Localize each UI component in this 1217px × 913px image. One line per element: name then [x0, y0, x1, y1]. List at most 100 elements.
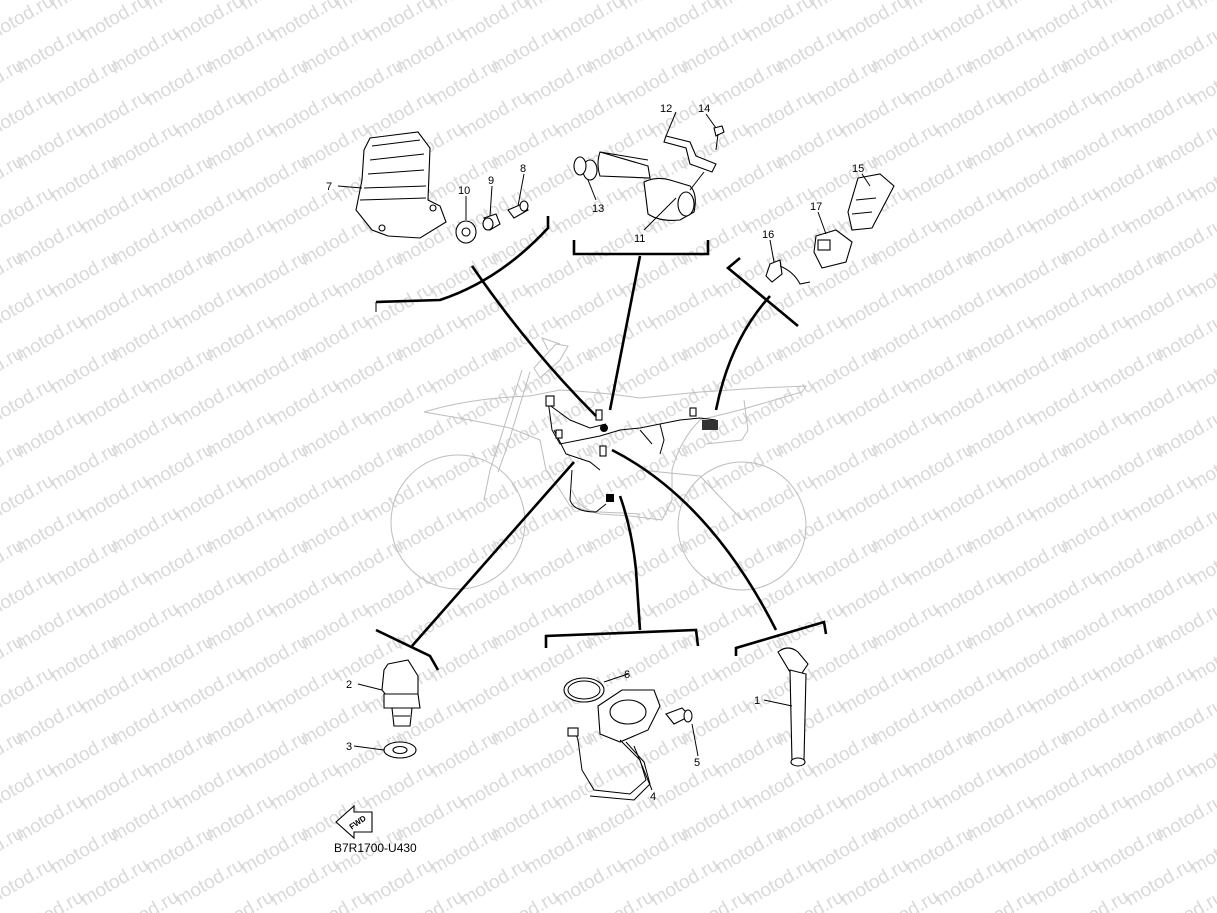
- watermark-text: motod.ru: [1122, 759, 1197, 815]
- callout-2: 2: [346, 679, 352, 691]
- watermark-text: motod.ru: [172, 663, 247, 719]
- watermark-text: motod.ru: [647, 279, 722, 335]
- callout-1: 1: [754, 695, 760, 707]
- watermark-text: motod.ru: [997, 247, 1072, 303]
- watermark-text: motod.ru: [362, 375, 437, 431]
- watermark-text: motod.ru: [902, 727, 977, 783]
- watermark-text: motod.ru: [837, 279, 912, 335]
- watermark-text: motod.ru: [807, 55, 882, 111]
- callout-leaders: [337, 111, 871, 791]
- leader-lines: [411, 255, 778, 647]
- watermark-text: motod.ru: [1092, 55, 1167, 111]
- watermark-text: motod.ru: [267, 375, 342, 431]
- watermark-text: motod.ru: [997, 823, 1072, 879]
- watermark-text: motod.ru: [932, 855, 1007, 911]
- watermark-text: motod.ru: [142, 439, 217, 495]
- bolt-part-5: [665, 707, 693, 725]
- watermark-text: motod.ru: [1092, 535, 1167, 591]
- watermark-text: motod.ru: [522, 727, 597, 783]
- callout-3: 3: [346, 741, 352, 753]
- callout-11: 11: [634, 233, 645, 245]
- watermark-text: motod.ru: [807, 727, 882, 783]
- watermark-text: motod.ru: [552, 567, 627, 623]
- watermark-text: motod.ru: [267, 279, 342, 335]
- watermark-text: motod.ru: [837, 375, 912, 431]
- watermark-text: motod.ru: [712, 631, 787, 687]
- watermark-text: motod.ru: [1092, 343, 1167, 399]
- watermark-text: motod.ru: [172, 183, 247, 239]
- watermark-text: motod.ru: [1122, 855, 1197, 911]
- watermark-text: motod.ru: [552, 279, 627, 335]
- watermark-text: motod.ru: [902, 151, 977, 207]
- watermark-text: motod.ru: [742, 375, 817, 431]
- watermark-text: motod.ru: [837, 567, 912, 623]
- forward-arrow-icon: FWD: [335, 804, 373, 840]
- watermark-text: motod.ru: [172, 375, 247, 431]
- watermark-text: motod.ru: [47, 55, 122, 111]
- gasket-part-3: [383, 741, 417, 759]
- watermark-text: motod.ru: [1122, 87, 1197, 143]
- watermark-text: motod.ru: [932, 663, 1007, 719]
- watermark-text: motod.ru: [332, 439, 407, 495]
- callout-12: 12: [660, 103, 672, 115]
- watermark-text: motod.ru: [902, 631, 977, 687]
- watermark-text: motod.ru: [617, 55, 692, 111]
- watermark-text: motod.ru: [47, 727, 122, 783]
- watermark-text: motod.ru: [617, 823, 692, 879]
- watermark-text: motod.ru: [1027, 471, 1102, 527]
- callout-7: 7: [326, 181, 332, 193]
- watermark-text: motod.ru: [742, 471, 817, 527]
- watermark-text: motod.ru: [142, 343, 217, 399]
- watermark-text: motod.ru: [552, 183, 627, 239]
- watermark-text: motod.ru: [77, 375, 152, 431]
- watermark-text: motod.ru: [807, 535, 882, 591]
- watermark-text: motod.ru: [267, 87, 342, 143]
- collar-part-9: [482, 213, 501, 231]
- watermark-text: motod.ru: [932, 471, 1007, 527]
- watermark-text: motod.ru: [552, 87, 627, 143]
- callout-numbers: 7 10 9 8 12 14 13 11 15 17 16 2 3 6 5 4 …: [326, 103, 864, 803]
- watermark-text: motod.ru: [237, 631, 312, 687]
- watermark-text: motod.ru: [457, 759, 532, 815]
- watermark-text: motod.ru: [742, 759, 817, 815]
- watermark-text: motod.ru: [47, 247, 122, 303]
- connector-part-16: [765, 259, 811, 285]
- watermark-text: motod.ru: [142, 55, 217, 111]
- watermark-text: motod.ru: [332, 55, 407, 111]
- watermark-text: motod.ru: [807, 631, 882, 687]
- damper-part-10: [455, 220, 477, 244]
- watermark-text: motod.ru: [142, 247, 217, 303]
- watermark-text: motod.ru: [457, 87, 532, 143]
- watermark-text: motod.ru: [997, 631, 1072, 687]
- o-ring-part-6: [563, 677, 605, 703]
- watermark-text: motod.ru: [47, 535, 122, 591]
- watermark-text: motod.ru: [77, 567, 152, 623]
- watermark-text: motod.ru: [902, 439, 977, 495]
- watermark-text: motod.ru: [932, 759, 1007, 815]
- watermark-text: motod.ru: [837, 855, 912, 911]
- watermark-text: motod.ru: [1027, 375, 1102, 431]
- watermark-text: motod.ru: [142, 631, 217, 687]
- watermark-text: motod.ru: [237, 151, 312, 207]
- plug-cap-part-1: [777, 647, 809, 767]
- watermark-text: motod.ru: [1027, 855, 1102, 911]
- watermark-text: motod.ru: [172, 855, 247, 911]
- watermark-text: motod.ru: [77, 759, 152, 815]
- bolt-part-14: [713, 125, 725, 151]
- watermark-text: motod.ru: [617, 535, 692, 591]
- watermark-text: motod.ru: [47, 631, 122, 687]
- watermark-text: motod.ru: [457, 663, 532, 719]
- bracket-part-12: [663, 135, 717, 173]
- watermark-text: motod.ru: [47, 439, 122, 495]
- watermark-text: motod.ru: [552, 471, 627, 527]
- watermark-text: motod.ru: [902, 535, 977, 591]
- watermark-text: motod.ru: [237, 439, 312, 495]
- watermark-text: motod.ru: [77, 663, 152, 719]
- watermark-text: motod.ru: [647, 567, 722, 623]
- watermark-text: motod.ru: [457, 855, 532, 911]
- watermark-text: motod.ru: [142, 727, 217, 783]
- watermark-text: motod.ru: [932, 567, 1007, 623]
- callout-15: 15: [852, 163, 864, 175]
